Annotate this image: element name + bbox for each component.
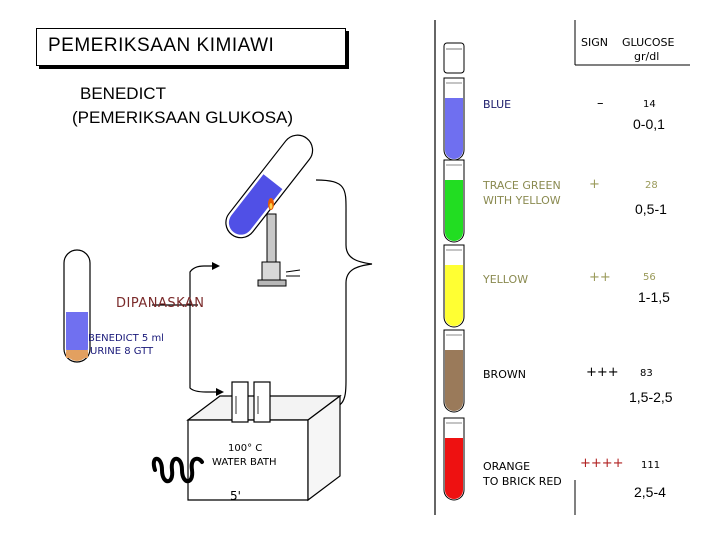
result-tube-3: [443, 244, 465, 328]
row-glucose-value: 56: [643, 272, 656, 283]
result-tube-4: [443, 329, 465, 413]
water-bath: [186, 381, 342, 502]
row-range: 2,5-4: [634, 484, 666, 500]
row-glucose-value: 83: [640, 368, 653, 379]
reagent-urine: URINE 8 GTT: [90, 346, 154, 357]
arrow-heads: [212, 262, 224, 396]
heated-label: DIPANASKAN: [116, 296, 205, 311]
bunsen-burner-icon: [257, 198, 301, 287]
row-color-label: ORANGE: [483, 460, 531, 473]
row-sign: ++: [589, 270, 611, 285]
bath-temperature: 100° C: [228, 443, 263, 454]
row-color-label-2: TO BRICK RED: [483, 475, 562, 488]
header-sign: SIGN: [581, 36, 608, 49]
row-color-label: BROWN: [483, 368, 526, 381]
result-tube-5: [443, 417, 465, 501]
tube-liquid: [445, 438, 463, 499]
row-color-label: BLUE: [483, 98, 512, 111]
row-range: 0,5-1: [635, 201, 667, 217]
header-unit: gr/dl: [634, 50, 660, 63]
benedict-test-tube: [63, 249, 91, 363]
tube-liquid: [445, 265, 463, 326]
row-color-label: TRACE GREEN: [483, 179, 561, 192]
heated-test-tube: [225, 134, 314, 239]
header-glucose: GLUCOSE: [622, 36, 675, 49]
heating-coil-icon: [151, 456, 204, 484]
row-color-label: YELLOW: [483, 273, 529, 286]
tube-liquid: [445, 180, 463, 241]
row-range: 1,5-2,5: [629, 389, 673, 405]
title-box: [36, 28, 346, 66]
row-color-label-2: WITH YELLOW: [483, 194, 561, 207]
result-tube-2: [443, 159, 465, 243]
result-tube-1: [443, 77, 465, 161]
row-sign: +++: [586, 365, 619, 380]
reagent-benedict: BENEDICT 5 ml: [88, 333, 164, 344]
row-range: 1-1,5: [638, 289, 670, 305]
grouping-brace: [315, 179, 373, 411]
subtitle-glucose: (PEMERIKSAAN GLUKOSA): [72, 108, 294, 127]
row-sign: +: [589, 177, 600, 192]
flow-lines: [152, 265, 218, 393]
empty-test-tube: [443, 42, 465, 74]
row-glucose-value: 28: [645, 180, 658, 191]
row-range: 0-0,1: [633, 116, 665, 132]
bath-name: WATER BATH: [212, 457, 277, 468]
row-sign: ++++: [580, 456, 624, 471]
tube-liquid: [445, 98, 463, 159]
bath-time: 5': [230, 489, 241, 503]
row-glucose-value: 14: [643, 99, 656, 110]
tube-liquid: [445, 350, 463, 411]
subtitle-benedict: BENEDICT: [80, 84, 166, 103]
page-title: PEMERIKSAAN KIMIAWI: [48, 35, 275, 56]
row-glucose-value: 111: [641, 460, 661, 471]
row-sign: –: [597, 96, 604, 111]
